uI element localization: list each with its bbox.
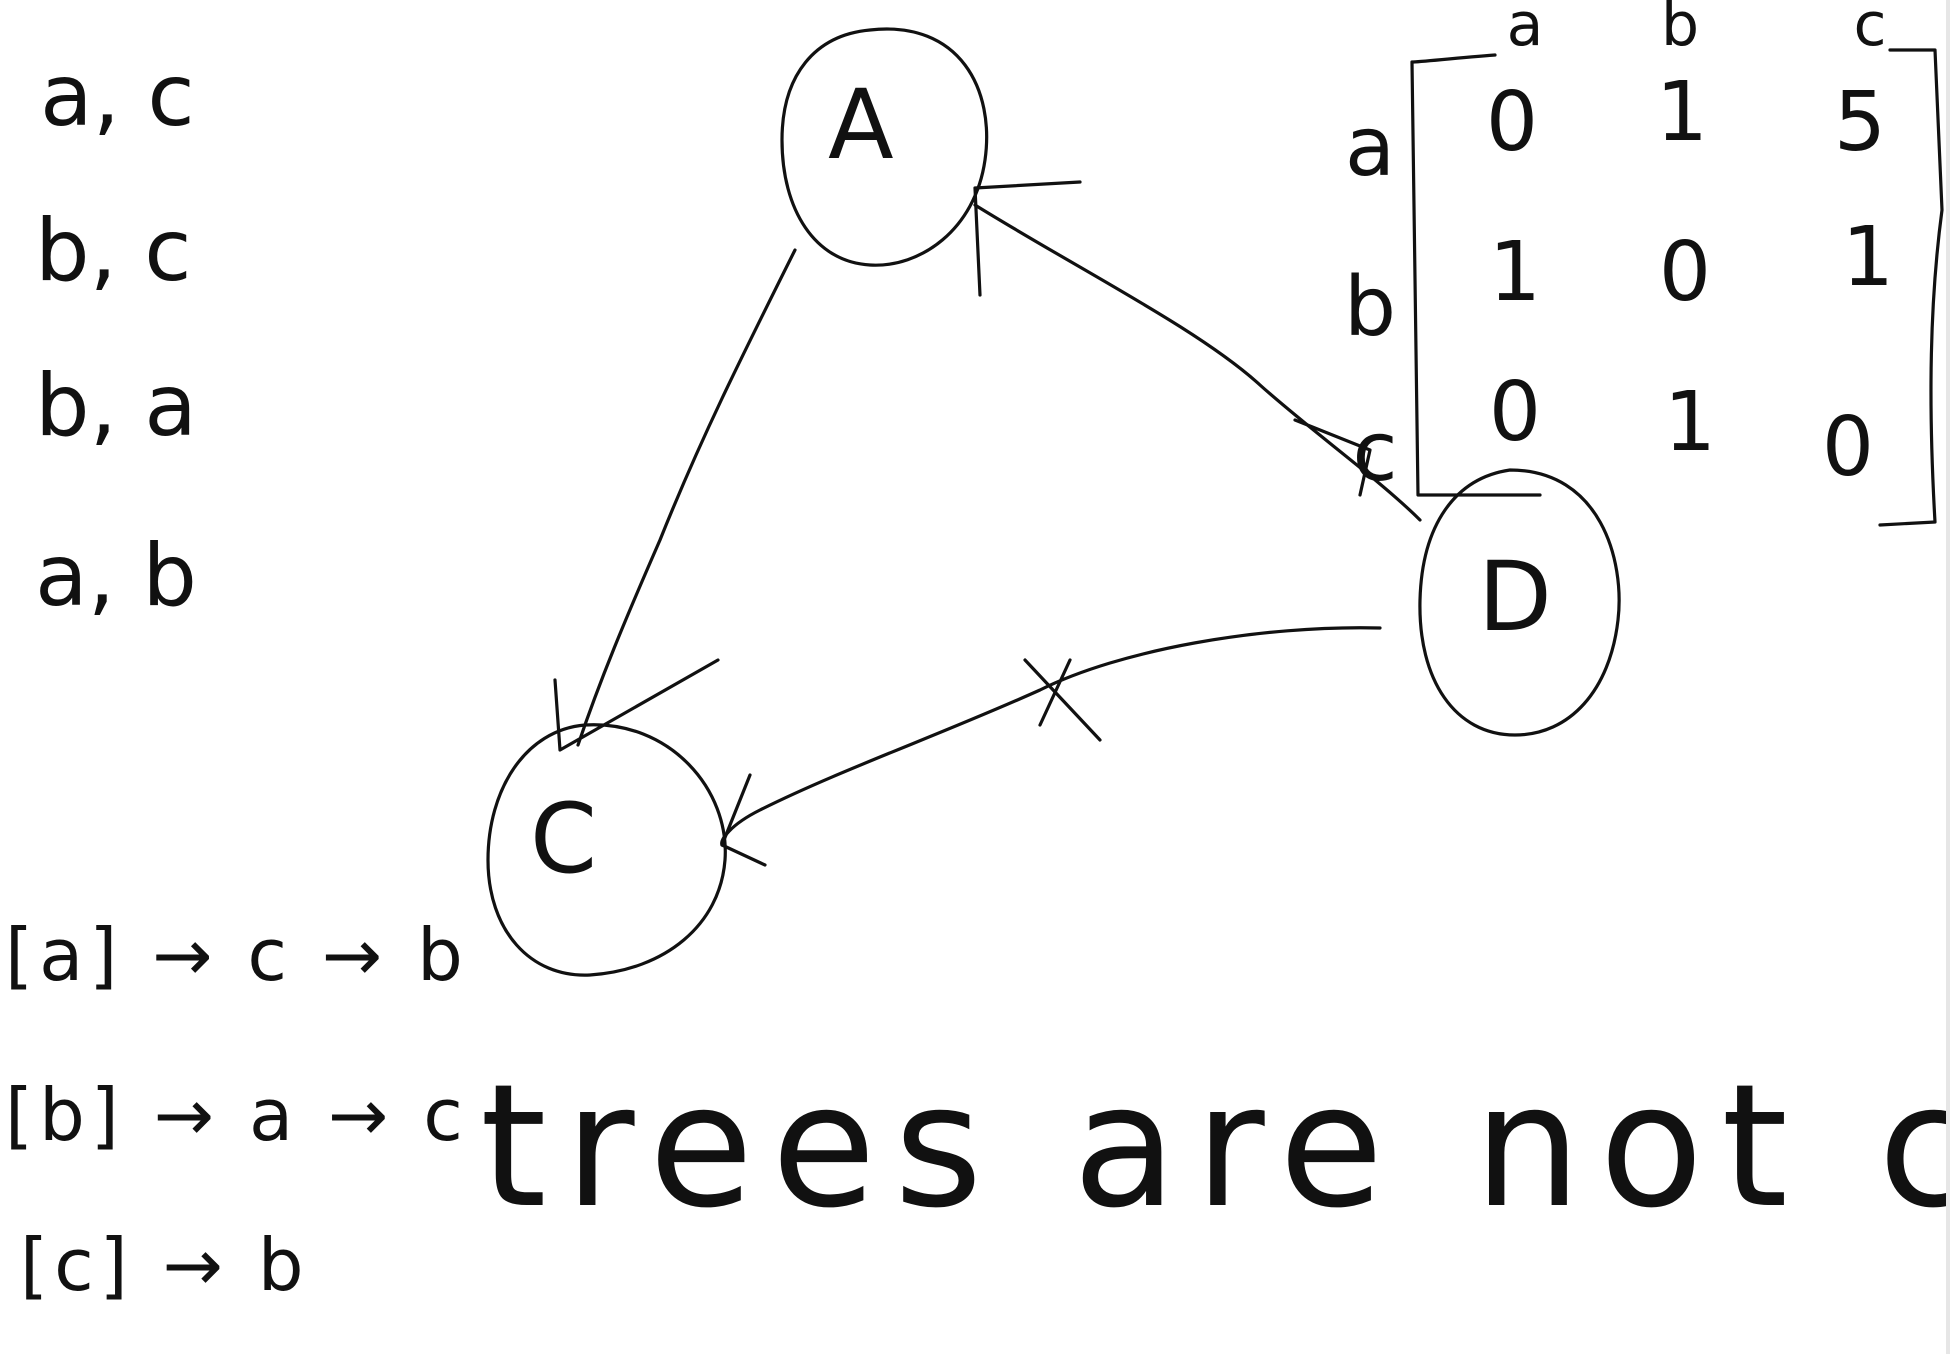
node-circle xyxy=(780,27,989,267)
matrix-col-header: c xyxy=(1854,0,1887,60)
graph-edge-a-c xyxy=(553,248,797,752)
adjacency-list: [a] → c → b [b] → a → c [c] → b xyxy=(5,913,469,1307)
matrix-cell: 0 xyxy=(1486,75,1538,170)
adjacency-matrix: a b c a b c 0 1 5 1 0 1 0 1 0 xyxy=(1344,0,1944,527)
canvas-edge xyxy=(1946,0,1950,1354)
matrix-cell: 1 xyxy=(1656,65,1708,160)
matrix-cell: 0 xyxy=(1822,400,1874,495)
matrix-col-header: b xyxy=(1661,0,1699,60)
edge-list: a, c b, c b, a a, b xyxy=(35,46,197,626)
adjacency-list-row: [b] → a → c xyxy=(5,1073,469,1157)
caption-text: trees are not cyclical xyxy=(480,1048,1950,1246)
adjacency-list-row: [c] → b xyxy=(20,1223,310,1307)
matrix-row-header: c xyxy=(1352,405,1397,500)
node-label-a: A xyxy=(828,69,894,181)
graph-node-d: D xyxy=(1418,468,1621,737)
arrow-head xyxy=(1293,418,1372,497)
matrix-cell: 0 xyxy=(1489,365,1541,460)
arrow-head xyxy=(553,658,720,752)
matrix-cell: 0 xyxy=(1659,225,1711,320)
node-circle xyxy=(486,723,727,977)
edge-list-item: b, a xyxy=(35,356,197,456)
edge-line xyxy=(720,626,1382,847)
cross-mark xyxy=(1038,658,1072,727)
node-label-d: D xyxy=(1478,541,1552,653)
matrix-row-header: a xyxy=(1345,100,1395,195)
graph-node-c: C xyxy=(486,723,727,977)
node-label-c: C xyxy=(530,783,597,895)
node-circle xyxy=(1418,468,1621,737)
graph-edge-a-d xyxy=(973,180,1422,522)
matrix-col-header: a xyxy=(1507,0,1544,60)
edge-line xyxy=(973,203,1422,522)
matrix-cell: 1 xyxy=(1842,210,1894,305)
edge-list-item: a, b xyxy=(35,526,197,626)
matrix-cell: 1 xyxy=(1489,225,1541,320)
adjacency-list-row: [a] → c → b xyxy=(5,913,469,997)
matrix-left-bracket xyxy=(1410,53,1542,497)
edge-list-item: a, c xyxy=(40,46,195,146)
graph-node-a: A xyxy=(780,27,989,267)
edge-list-item: b, c xyxy=(35,201,192,301)
edge-line xyxy=(576,248,797,747)
arrow-head xyxy=(973,180,1082,297)
matrix-row-header: b xyxy=(1344,260,1396,355)
matrix-cell: 5 xyxy=(1834,75,1886,170)
matrix-cell: 1 xyxy=(1664,375,1716,470)
graph-edge-d-c xyxy=(720,626,1382,867)
arrow-head xyxy=(720,773,767,867)
graph-diagram: A D C xyxy=(486,27,1621,977)
matrix-right-bracket xyxy=(1878,48,1944,527)
cross-mark xyxy=(1023,658,1102,742)
